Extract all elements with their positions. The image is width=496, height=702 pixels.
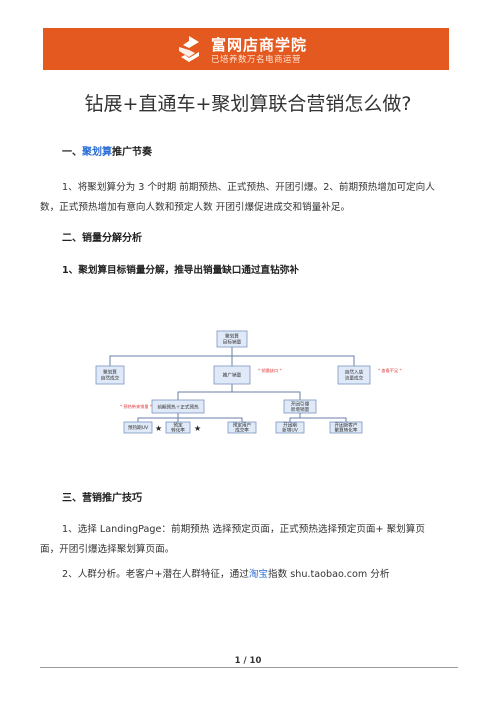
section-3-paragraph-1: 1、选择 LandingPage：前期预热 选择预定页面，正式预热选择预定页面+…: [40, 520, 458, 560]
node-text: 开团引爆: [291, 401, 310, 408]
paragraph-line: 1、将聚划算分为 3 个时期 前期预热、正式预热、开团引爆。2、前期预热增加可定…: [62, 182, 435, 193]
node-text: 新增销量: [291, 406, 310, 413]
node-root: 聚划算 目标销量: [216, 330, 248, 348]
footer-divider: [40, 667, 458, 668]
node-text: 预定用户: [233, 422, 251, 429]
section-1-suffix: 推广节奏: [112, 147, 152, 158]
note-sales-gap: * 销量缺口 *: [258, 367, 282, 374]
node-text: 转化率: [171, 427, 185, 434]
page-number: 1 / 10: [234, 656, 262, 666]
node-text: 聚划算: [225, 333, 239, 340]
node-natural-deal: 聚划算 自然成交: [95, 365, 125, 385]
section-2-subheading: 1、聚划算目标销量分解，推导出销量缺口通过直钻弥补: [62, 265, 299, 276]
node-text: 聚算转化率: [335, 427, 358, 434]
section-heading-3: 三、营销推广技巧: [62, 493, 142, 504]
node-text: 预定: [173, 422, 183, 429]
node-preheat: 前期预热＋正式预热: [151, 399, 205, 414]
node-preheat-uv: 预热期UV: [123, 421, 153, 434]
sales-breakdown-diagram: 聚划算 目标销量 聚划算 自然成交 推广销量 自然入店 流量成交 * 销量缺口 …: [95, 330, 402, 434]
note-preheat-sales: * 预热带来销量 *: [120, 403, 152, 410]
connector: [137, 412, 243, 422]
paragraph-line: 2、人群分析。老客户+潜在人群特征，通过淘宝指数 shu.taobao.com …: [40, 565, 458, 585]
node-promo-sales: 推广销量: [213, 365, 251, 385]
star-icon: ★: [194, 424, 201, 433]
connector: [289, 412, 347, 422]
star-icon: ★: [155, 424, 162, 433]
section-1-paragraph: 1、将聚划算分为 3 个时期 前期预热、正式预热、开团引爆。2、前期预热增加可定…: [40, 178, 458, 218]
brand-slogan: 已培养数万名电商运营: [211, 55, 302, 65]
node-text: 开团期: [283, 423, 297, 429]
node-text: 新增UV: [282, 427, 299, 434]
node-text: 推广销量: [223, 372, 242, 379]
text-run: 指数 shu.taobao.com 分析: [268, 569, 390, 580]
paragraph-line: 数，正式预热增加有意向人数和预定人数 开团引爆促进成交和销量补足。: [40, 202, 351, 213]
node-text: 开团新客户: [335, 422, 358, 429]
node-text: 自然成交: [101, 375, 120, 382]
connector: [177, 384, 301, 400]
section-heading-2: 二、销量分解分析: [62, 233, 142, 244]
text-run: 2、人群分析。老客户+潜在人群特征，通过: [62, 569, 249, 580]
node-booking-deal: 预定用户 成交率: [227, 422, 257, 434]
node-new-customer-rate: 开团新客户 聚算转化率: [329, 422, 363, 434]
note-shortfall: * 查看不足 *: [378, 367, 402, 374]
document-title: 钻展+直通车+聚划算联合营销怎么做?: [84, 93, 412, 115]
connector: [109, 346, 355, 366]
section-1-prefix: 一、: [62, 147, 82, 158]
node-text: 前期预热＋正式预热: [157, 404, 199, 411]
paragraph-line: 面，开团引爆选择聚划算页面。: [40, 544, 175, 555]
node-natural-traffic: 自然入店 流量成交: [337, 365, 371, 385]
brand-banner: 富网店商学院 已培养数万名电商运营: [43, 28, 449, 70]
node-text: 目标销量: [223, 339, 242, 346]
section-3-paragraph-2: 2、人群分析。老客户+潜在人群特征，通过淘宝指数 shu.taobao.com …: [40, 565, 458, 585]
node-text: 预热期UV: [128, 424, 149, 431]
node-launch-sales: 开团引爆 新增销量: [283, 399, 317, 414]
paragraph-line: 1、选择 LandingPage：前期预热 选择预定页面，正式预热选择预定页面+…: [62, 524, 425, 535]
node-text: 自然入店: [345, 369, 364, 376]
node-text: 流量成交: [345, 375, 364, 382]
node-launch-uv: 开团期 新增UV: [275, 421, 305, 434]
node-text: 聚划算: [103, 369, 117, 376]
brand-logo-icon: [179, 36, 199, 62]
taobao-link[interactable]: 淘宝: [248, 569, 269, 580]
juhuasuan-link[interactable]: 聚划算: [82, 147, 112, 158]
section-heading-1: 一、聚划算推广节奏: [62, 143, 152, 158]
node-text: 成交率: [235, 427, 249, 434]
node-booking-rate: 预定 转化率: [165, 422, 191, 434]
brand-name: 富网店商学院: [211, 36, 308, 54]
